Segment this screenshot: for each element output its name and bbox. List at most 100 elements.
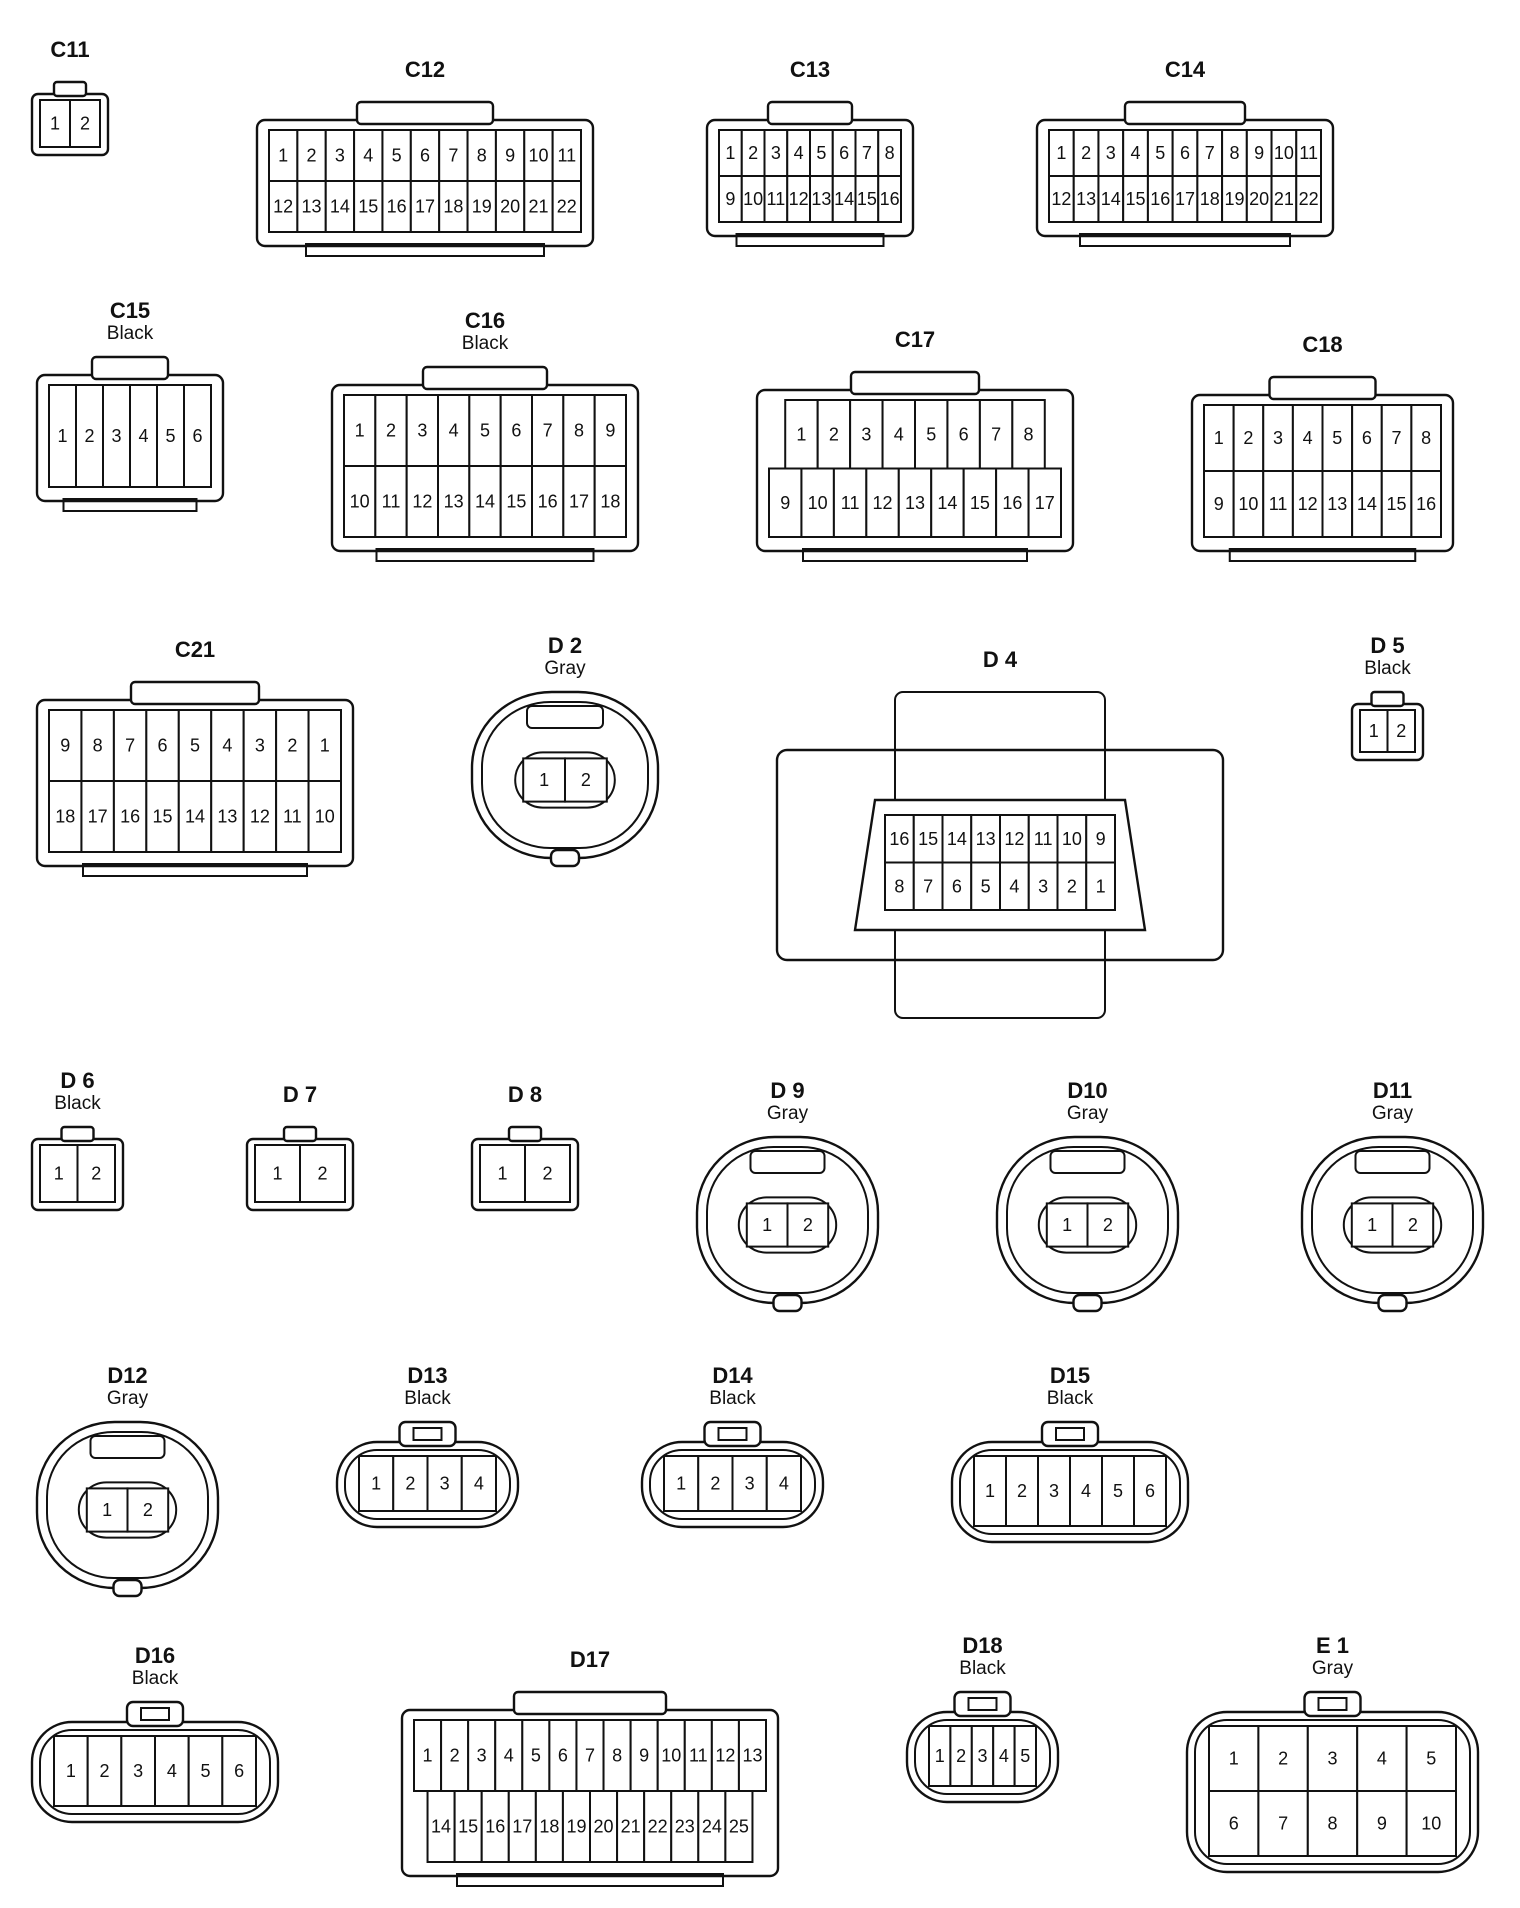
pin-1: 1 [1359, 709, 1389, 753]
pin-17: 17 [562, 465, 596, 538]
svg-text:6: 6 [1180, 143, 1190, 163]
pin-13: 13 [809, 175, 834, 223]
pin-7: 7 [438, 129, 469, 182]
pin-9: 9 [1203, 470, 1235, 538]
svg-text:15: 15 [918, 829, 938, 849]
svg-text:2: 2 [829, 424, 839, 444]
svg-text:12: 12 [1051, 189, 1071, 209]
pin-2: 2 [1056, 861, 1088, 911]
svg-text:8: 8 [1229, 143, 1239, 163]
pin-2: 2 [374, 394, 408, 467]
pin-18: 18 [593, 465, 627, 538]
pin-7: 7 [1380, 404, 1413, 472]
svg-text:11: 11 [557, 146, 576, 166]
svg-text:2: 2 [317, 1164, 327, 1184]
svg-text:1: 1 [985, 1481, 995, 1501]
pin-23: 23 [670, 1790, 700, 1863]
svg-text:16: 16 [1150, 189, 1170, 209]
svg-text:4: 4 [779, 1474, 789, 1494]
svg-text:20: 20 [500, 197, 520, 217]
pin-1: 1 [1048, 129, 1075, 177]
svg-text:16: 16 [120, 807, 140, 827]
svg-text:6: 6 [1145, 1481, 1155, 1501]
pin-12: 12 [1048, 175, 1075, 223]
pin-11: 11 [374, 465, 408, 538]
svg-text:18: 18 [1200, 189, 1220, 209]
svg-text:3: 3 [255, 736, 265, 756]
pin-6: 6 [548, 1719, 578, 1792]
pin-3: 3 [731, 1455, 768, 1512]
pin-2: 2 [440, 1719, 470, 1792]
svg-text:9: 9 [1096, 829, 1106, 849]
pin-10: 10 [1405, 1790, 1458, 1857]
pin-1: 1 [307, 709, 342, 782]
pin-6: 6 [183, 384, 212, 488]
svg-text:2: 2 [1103, 1215, 1113, 1235]
svg-text:12: 12 [873, 493, 893, 513]
svg-text:1: 1 [50, 114, 60, 134]
svg-text:7: 7 [1205, 143, 1215, 163]
svg-text:4: 4 [167, 1761, 177, 1781]
pin-22: 22 [551, 180, 582, 233]
pin-20: 20 [494, 180, 526, 233]
pin-6: 6 [831, 129, 857, 177]
svg-text:1: 1 [1096, 876, 1106, 896]
pin-2: 2 [524, 1144, 571, 1203]
pin-2: 2 [296, 129, 327, 182]
svg-text:4: 4 [449, 421, 459, 441]
svg-text:5: 5 [480, 421, 490, 441]
pin-1: 1 [1085, 861, 1116, 911]
svg-text:2: 2 [1396, 721, 1406, 741]
svg-text:3: 3 [745, 1474, 755, 1494]
svg-text:8: 8 [885, 143, 895, 163]
pin-12: 12 [242, 780, 278, 853]
pin-10: 10 [343, 465, 377, 538]
pin-14: 14 [831, 175, 857, 223]
pin-17: 17 [507, 1790, 537, 1863]
svg-text:9: 9 [725, 189, 735, 209]
pin-13: 13 [296, 180, 327, 233]
svg-text:2: 2 [542, 1164, 552, 1184]
svg-text:2: 2 [1278, 1749, 1288, 1769]
pin-4: 4 [210, 709, 245, 782]
pin-9: 9 [1245, 129, 1273, 177]
svg-text:5: 5 [1113, 1481, 1123, 1501]
svg-text:1: 1 [66, 1761, 76, 1781]
pin-11: 11 [551, 129, 582, 182]
connector-color-label: Black [1364, 658, 1411, 679]
pin-10: 10 [307, 780, 342, 853]
svg-text:6: 6 [420, 146, 430, 166]
pin-1: 1 [1208, 1725, 1260, 1792]
pin-14: 14 [941, 814, 973, 864]
pin-1: 1 [254, 1144, 301, 1203]
connector-code: D 9 [770, 1078, 805, 1103]
pin-12: 12 [786, 175, 811, 223]
connector-color-label: Black [106, 323, 154, 344]
pin-8: 8 [1306, 1790, 1359, 1857]
pin-3: 3 [120, 1735, 157, 1807]
pin-2: 2 [1391, 1202, 1435, 1248]
svg-text:3: 3 [133, 1761, 143, 1781]
pin-10: 10 [1056, 814, 1088, 864]
svg-text:11: 11 [382, 492, 401, 512]
pin-10: 10 [1232, 470, 1265, 538]
connector-code: D 6 [60, 1068, 95, 1093]
svg-text:17: 17 [512, 1817, 532, 1837]
pin-2: 2 [275, 709, 310, 782]
pin-22: 22 [643, 1790, 673, 1863]
svg-text:5: 5 [816, 143, 826, 163]
svg-text:17: 17 [88, 807, 108, 827]
pin-10: 10 [1270, 129, 1298, 177]
svg-text:3: 3 [1327, 1749, 1337, 1769]
svg-text:3: 3 [977, 1746, 987, 1766]
svg-text:4: 4 [222, 736, 232, 756]
svg-text:15: 15 [506, 492, 526, 512]
pin-12: 12 [1291, 470, 1324, 538]
pin-15: 15 [854, 175, 880, 223]
pin-6: 6 [499, 394, 534, 467]
